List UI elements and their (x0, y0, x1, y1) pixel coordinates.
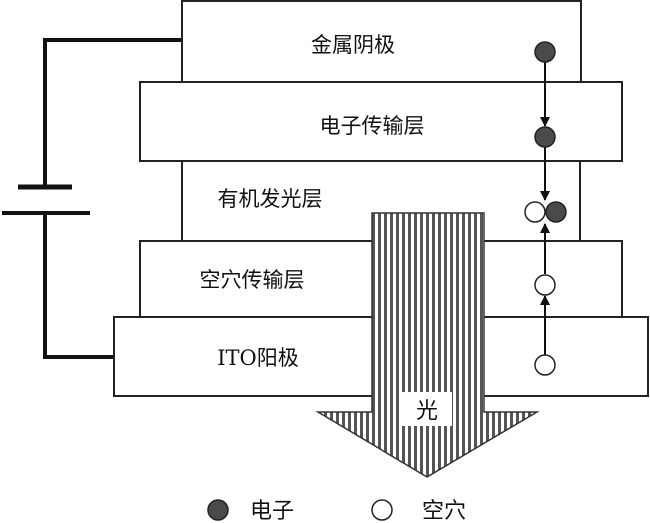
wire-cathode (43, 38, 182, 187)
label-emissive: 有机发光层 (218, 187, 323, 211)
label-metal-cathode: 金属阴极 (311, 33, 395, 57)
legend-hole-icon (371, 499, 393, 521)
label-ito-anode: ITO阳极 (217, 346, 299, 370)
layer-metal-cathode (181, 0, 582, 83)
label-hole-transport: 空穴传输层 (200, 268, 305, 292)
electron-dot (534, 41, 556, 63)
hole-dot (524, 201, 546, 223)
wire-anode (43, 213, 114, 359)
label-electron-transport: 电子传输层 (320, 114, 425, 138)
light-arrow: 光 (315, 212, 540, 478)
legend-electron-label: 电子 (250, 499, 294, 523)
light-label: 光 (416, 399, 438, 424)
legend: 电子 空穴 (207, 499, 466, 523)
legend-electron-icon (207, 499, 229, 521)
battery-circuit (2, 38, 182, 359)
hole-dot (534, 354, 556, 376)
electron-dot (534, 126, 556, 148)
hole-dot (534, 274, 556, 296)
legend-hole-label: 空穴 (422, 499, 466, 523)
light-label-box (402, 392, 452, 426)
electron-dot (545, 201, 567, 223)
